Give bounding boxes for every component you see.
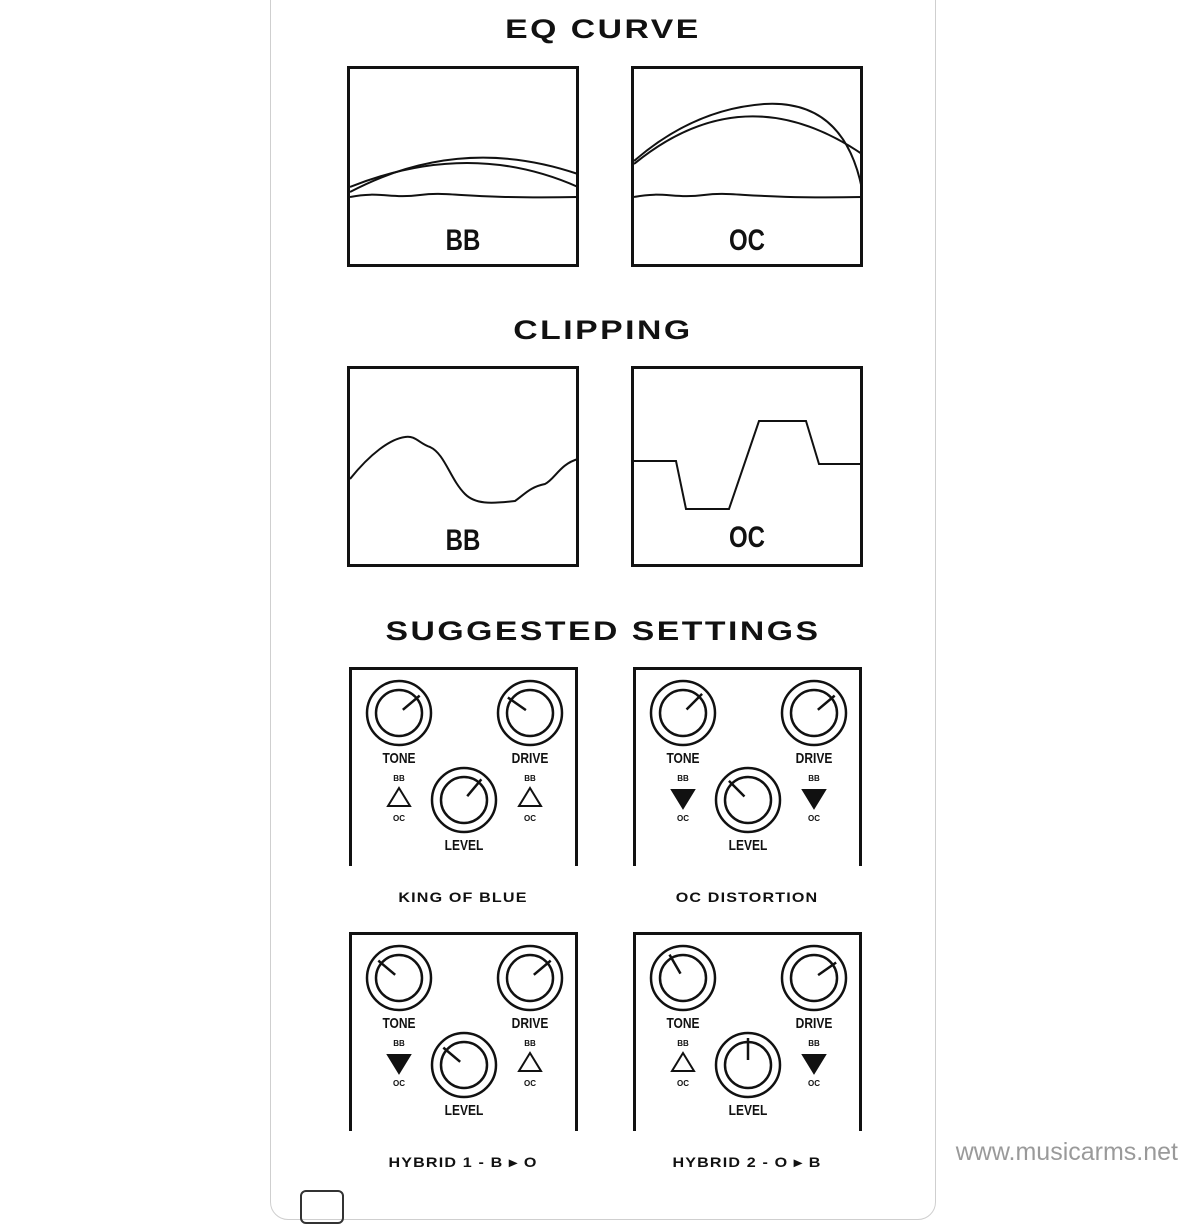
tone-switch-oc-label: OC (677, 1079, 689, 1088)
drive-switch-bb-label: BB (524, 774, 536, 783)
watermark: www.musicarms.net (955, 1138, 1178, 1166)
drive-switch-icon (801, 1054, 827, 1075)
preset-panel: TONE DRIVE LEVEL BB OC BB OC (349, 932, 578, 1131)
tone-knob-pointer (377, 959, 396, 976)
drive-knob (496, 679, 564, 747)
tone-switch-bb-label: BB (677, 774, 689, 783)
drive-switch-icon (517, 1051, 543, 1072)
level-knob (430, 766, 498, 834)
preset-controls (365, 944, 564, 1099)
tone-switch-bb-label: BB (393, 1039, 405, 1048)
level-label: LEVEL (728, 837, 768, 854)
drive-label: DRIVE (511, 750, 549, 767)
preset-name: HYBRID 2 - O ▸ B (672, 1154, 822, 1170)
preset-controls (649, 944, 848, 1099)
level-knob-pointer (442, 1046, 461, 1063)
drive-knob-pointer (533, 959, 552, 976)
tone-switch-oc-label: OC (393, 1079, 405, 1088)
tone-label: TONE (666, 750, 700, 767)
eq-graph-bb-label: BB (445, 224, 481, 257)
level-knob (430, 1031, 498, 1099)
drive-label: DRIVE (511, 1015, 549, 1032)
level-label: LEVEL (444, 837, 484, 854)
tone-knob-pointer (402, 694, 421, 711)
eq-graph-bb: BB (347, 66, 579, 267)
drive-switch-oc-label: OC (524, 1079, 536, 1088)
drive-knob-pointer (817, 694, 836, 711)
drive-switch-bb-label: BB (524, 1039, 536, 1048)
clipping-bb-plot (350, 435, 579, 504)
tone-switch-oc-label: OC (677, 814, 689, 823)
preset-panel: TONE DRIVE LEVEL BB OC BB OC (633, 932, 862, 1131)
tone-knob (649, 679, 717, 747)
tone-switch-icon (386, 1054, 412, 1075)
tone-knob-pointer (668, 953, 682, 975)
clipping-oc-plot (634, 420, 862, 510)
drive-switch-oc-label: OC (808, 814, 820, 823)
tone-switch-icon (670, 789, 696, 810)
eq-curve-bb-plot (350, 156, 579, 199)
level-label: LEVEL (728, 1102, 768, 1119)
drive-switch-oc-label: OC (524, 814, 536, 823)
level-knob-pointer (728, 780, 746, 798)
tone-switch-bb-label: BB (677, 1039, 689, 1048)
preset-name: HYBRID 1 - B ▸ O (388, 1154, 538, 1170)
tone-knob (649, 944, 717, 1012)
drive-label: DRIVE (795, 750, 833, 767)
preset-panel: TONE DRIVE LEVEL BB OC BB OC (349, 667, 578, 866)
drive-knob-pointer (817, 961, 837, 977)
preset-controls (365, 679, 564, 834)
drive-knob (496, 944, 564, 1012)
drive-knob-pointer (507, 696, 527, 712)
drive-switch-bb-label: BB (808, 774, 820, 783)
drive-switch-icon (517, 786, 543, 807)
drive-knob (780, 944, 848, 1012)
preset-controls (649, 679, 848, 834)
drive-switch-oc-label: OC (808, 1079, 820, 1088)
level-knob-pointer (466, 778, 483, 797)
preset-panel: TONE DRIVE LEVEL BB OC BB OC (633, 667, 862, 866)
clipping-graph-oc-label: OC (729, 521, 765, 554)
level-label: LEVEL (444, 1102, 484, 1119)
eq-curve-oc-plot (634, 102, 863, 199)
eq-graph-oc-label: OC (729, 224, 765, 257)
tone-switch-icon (386, 786, 412, 807)
tone-switch-icon (670, 1051, 696, 1072)
clipping-graph-oc: OC (631, 366, 863, 567)
tone-knob (365, 944, 433, 1012)
preset-name: KING OF BLUE (398, 889, 528, 905)
tone-knob (365, 679, 433, 747)
clipping-heading: CLIPPING (513, 315, 693, 345)
eq-curve-heading: EQ CURVE (505, 14, 701, 44)
level-knob (714, 1031, 782, 1099)
tone-label: TONE (382, 750, 416, 767)
drive-switch-bb-label: BB (808, 1039, 820, 1048)
level-knob (714, 766, 782, 834)
tone-knob-pointer (685, 693, 703, 711)
preset-name: OC DISTORTION (675, 889, 819, 905)
suggested-settings-heading: SUGGESTED SETTINGS (385, 616, 821, 646)
eq-graph-oc: OC (631, 66, 863, 267)
tone-label: TONE (382, 1015, 416, 1032)
tone-label: TONE (666, 1015, 700, 1032)
clipping-graph-bb: BB (347, 366, 579, 567)
drive-switch-icon (801, 789, 827, 810)
partial-frame (300, 1190, 344, 1224)
tone-switch-oc-label: OC (393, 814, 405, 823)
drive-knob (780, 679, 848, 747)
clipping-graph-bb-label: BB (445, 524, 481, 557)
drive-label: DRIVE (795, 1015, 833, 1032)
tone-switch-bb-label: BB (393, 774, 405, 783)
